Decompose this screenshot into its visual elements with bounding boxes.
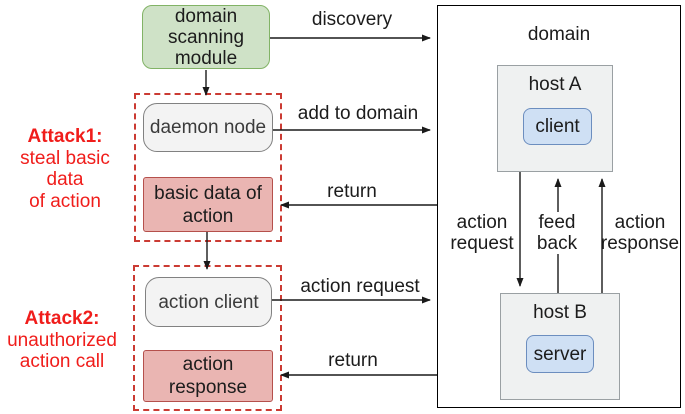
attack1-annotation: Attack1: steal basic data of action (8, 126, 122, 212)
action-response-node: action response (143, 350, 273, 402)
host-a-title: host A (528, 74, 582, 95)
host-b-title: host B (533, 302, 587, 323)
domain-scanning-module-node: domain scanning module (142, 5, 270, 69)
inner-action-response-label: action response (600, 212, 680, 254)
attack2-annotation: Attack2: unauthorized action call (2, 308, 122, 373)
feed-back-label: feed back (534, 212, 580, 254)
attack2-description: unauthorized action call (7, 329, 117, 373)
inner-action-request-label: action request (450, 212, 514, 254)
server-node: server (526, 335, 594, 373)
action-client-node: action client (145, 277, 272, 327)
attack2-title: Attack2: (24, 308, 100, 329)
domain-title: domain (527, 24, 591, 45)
client-node: client (523, 108, 592, 145)
return2-label: return (328, 350, 378, 371)
return1-label: return (327, 181, 377, 202)
action-request-label: action request (300, 276, 420, 297)
add-to-domain-label: add to domain (297, 103, 419, 124)
basic-data-of-action-node: basic data of action (143, 177, 273, 232)
daemon-node: daemon node (143, 103, 273, 152)
attack1-title: Attack1: (27, 126, 103, 147)
discovery-label: discovery (311, 9, 393, 30)
attack1-description: steal basic data of action (20, 147, 110, 212)
